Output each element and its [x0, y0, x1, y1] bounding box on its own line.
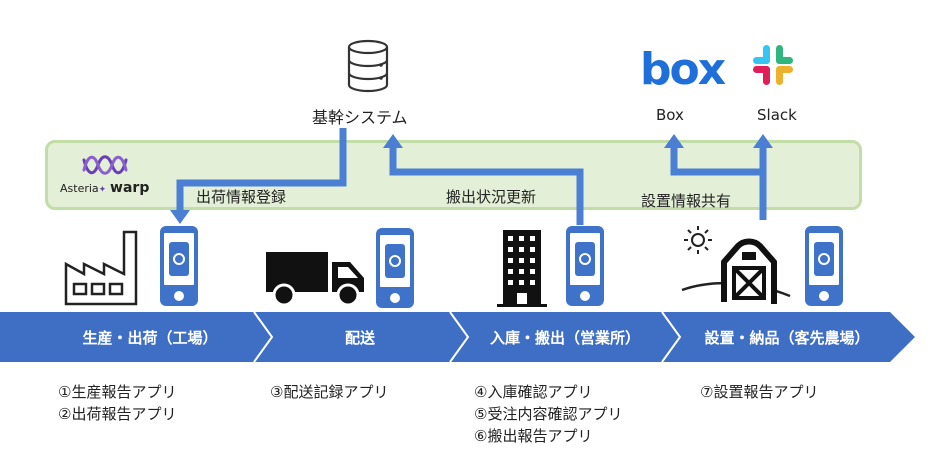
process-bar	[0, 312, 915, 362]
stage-chevron	[662, 312, 915, 362]
system-label: 基幹システム	[312, 108, 408, 127]
stage-chevron	[0, 312, 272, 362]
flow-label-outbound: 搬出状況更新	[446, 188, 537, 206]
stage-label: 生産・出荷（工場）	[82, 329, 218, 347]
list-item: ④入庫確認アプリ	[474, 383, 593, 401]
truck-icon	[266, 252, 364, 306]
database-icon	[347, 39, 389, 93]
list-item: ①生産報告アプリ	[58, 383, 177, 401]
box-label: Box	[656, 106, 684, 124]
list-item: ③配送記録アプリ	[270, 383, 389, 401]
app-list: ⑦設置報告アプリ	[700, 381, 818, 403]
stage-chevron	[254, 312, 468, 362]
barn-icon	[681, 226, 791, 304]
slack-label: Slack	[757, 106, 797, 124]
smartphone-icon	[566, 226, 604, 306]
list-item: ⑥搬出報告アプリ	[474, 427, 593, 445]
stage-label: 設置・納品（客先農場）	[704, 329, 870, 347]
list-item: ⑦設置報告アプリ	[700, 383, 819, 401]
arrow-shipping	[176, 128, 347, 212]
app-list: ③配送記録アプリ	[270, 381, 388, 403]
flow-label-install: 設置情報共有	[641, 192, 732, 210]
smartphone-icon	[160, 226, 198, 306]
box-logo: box	[640, 44, 726, 95]
app-list: ④入庫確認アプリ ⑤受注内容確認アプリ ⑥搬出報告アプリ	[474, 381, 622, 447]
warp-brand-prefix: Asteria	[60, 182, 99, 195]
list-item: ⑤受注内容確認アプリ	[474, 405, 623, 423]
warp-logo-icon	[82, 155, 128, 175]
smartphone-icon	[805, 226, 843, 306]
slack-logo-icon	[753, 45, 793, 85]
arrow-to-box	[670, 146, 767, 220]
flow-label-shipping: 出荷情報登録	[196, 188, 287, 206]
building-icon	[497, 230, 547, 307]
warp-brand-suffix: warp	[110, 180, 150, 196]
list-item: ②出荷報告アプリ	[58, 405, 177, 423]
warp-brand: Asteria✦ warp	[60, 180, 150, 196]
stage-chevron	[450, 312, 680, 362]
arrow-outbound	[389, 146, 584, 225]
factory-icon	[64, 230, 138, 306]
app-list: ①生産報告アプリ ②出荷報告アプリ	[58, 381, 176, 425]
smartphone-icon	[376, 228, 414, 308]
stage-label: 入庫・搬出（営業所）	[489, 329, 640, 347]
stage-label: 配送	[344, 329, 375, 347]
